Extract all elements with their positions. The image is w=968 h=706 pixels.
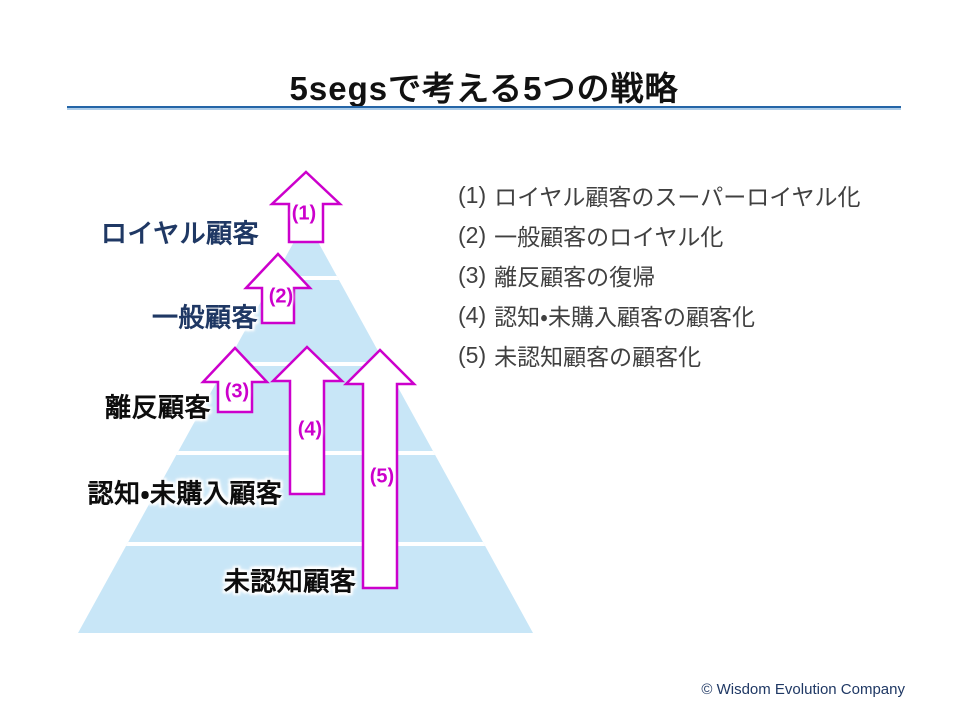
strategy-arrow-2 [243,252,313,325]
strategy-number: (5) [458,341,487,368]
strategy-item-5: (5) 未認知顧客の顧客化 [458,335,861,375]
strategy-arrow-4 [269,345,346,496]
strategy-number: (3) [458,261,487,288]
pyramid-level-label-loyal: ロイヤル顧客 [100,218,260,249]
pyramid-level-label-general: 一般顧客 [151,302,259,333]
strategy-text: 離反顧客の復帰 [494,264,656,290]
strategy-text: 一般顧客のロイヤル化 [494,224,724,250]
arrow-number-label-2: (2) [268,285,294,308]
strategy-item-3: (3) 離反顧客の復帰 [458,255,861,295]
arrow-number-label-3: (3) [224,380,250,403]
arrow-number-label-4: (4) [297,418,323,441]
arrow-number-label-5: (5) [369,465,395,488]
title-underline-light [67,108,901,110]
strategy-text: 未認知顧客の顧客化 [494,344,702,370]
pyramid-level-label-aware: 認知・未購入顧客 [87,478,283,509]
page-title: 5segsで考える5つの戦略 [289,70,679,107]
copyright-text: © Wisdom Evolution Company [701,681,905,698]
strategy-arrow-5 [342,348,418,590]
strategy-item-1: (1) ロイヤル顧客のスーパーロイヤル化 [458,175,861,215]
pyramid-level-label-churned: 離反顧客 [104,392,212,423]
strategy-number: (2) [458,221,487,248]
strategy-arrow-3 [200,346,270,414]
arrow-number-label-1: (1) [291,202,317,225]
strategy-number: (1) [458,181,487,208]
strategy-arrow-1 [268,170,344,244]
strategy-number: (4) [458,301,487,328]
strategy-arrows [200,170,418,590]
pyramid-level-label-unaware: 未認知顧客 [223,566,357,597]
strategy-text: 認知・未購入顧客の顧客化 [494,304,755,330]
title-underline [67,106,901,110]
strategy-item-2: (2) 一般顧客のロイヤル化 [458,215,861,255]
title-underline-dark [67,106,901,108]
strategy-list: (1) ロイヤル顧客のスーパーロイヤル化 (2) 一般顧客のロイヤル化 (3) … [458,175,861,375]
strategy-text: ロイヤル顧客のスーパーロイヤル化 [494,184,861,210]
strategy-item-4: (4) 認知・未購入顧客の顧客化 [458,295,861,335]
